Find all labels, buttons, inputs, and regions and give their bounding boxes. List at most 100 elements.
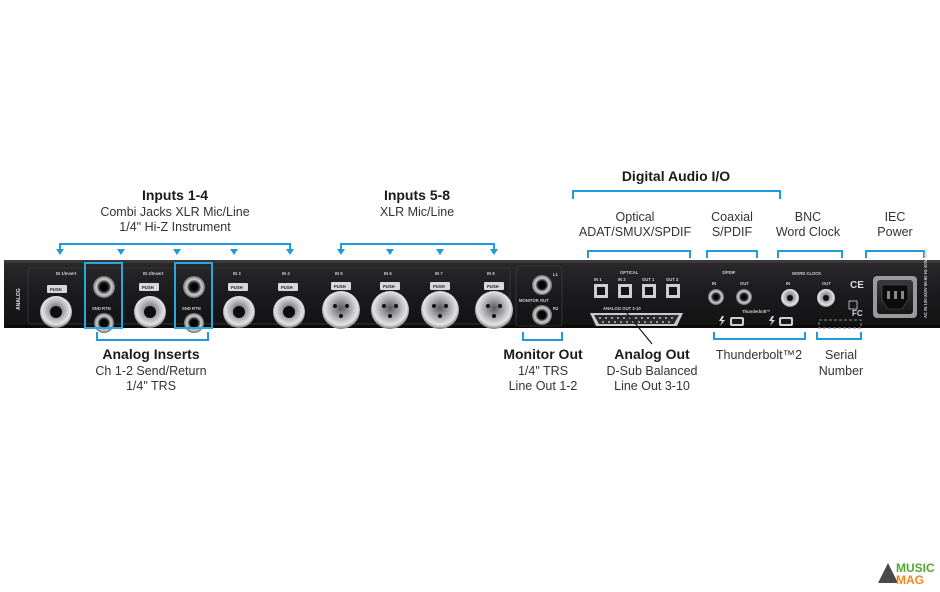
- digital-io-title: Digital Audio I/O: [622, 168, 730, 184]
- insert-jacks-ch2[interactable]: SND RTN: [182, 276, 205, 333]
- analog-label: ANALOG: [16, 288, 22, 310]
- in6-label: IN 6: [384, 271, 392, 276]
- in3-label: IN 3: [233, 271, 241, 276]
- iec-power-inlet[interactable]: [873, 276, 917, 318]
- monitor-out-bracket: [522, 332, 563, 341]
- watermark-logo-icon: [878, 563, 898, 583]
- opt-in2-label: IN 2: [618, 277, 626, 282]
- fc-mark: FC: [852, 309, 863, 318]
- wc-out-label: OUT: [822, 281, 831, 286]
- digital-io-bracket: [572, 190, 781, 199]
- watermark-music: MUSIC: [896, 561, 935, 575]
- monitor-out-label: MONITOR OUT: [519, 298, 549, 303]
- spdif-label: S/PDIF: [722, 270, 736, 275]
- analog-inserts-bracket: [96, 332, 209, 341]
- input-4-combo-jack[interactable]: IN 4 PUSH: [273, 271, 305, 328]
- analog-out-line1: D-Sub Balanced: [606, 364, 697, 378]
- inputs-1-4-title: Inputs 1-4: [142, 187, 208, 203]
- inputs-1-4-line2: 1/4" Hi-Z Instrument: [119, 220, 231, 234]
- opt-out1-label: OUT 1: [642, 277, 655, 282]
- optical-line2: ADAT/SMUX/SPDIF: [579, 225, 692, 239]
- bnc-line1: BNC: [795, 210, 821, 224]
- bnc-line2: Word Clock: [776, 225, 841, 239]
- insert-highlight-ch2: [174, 262, 213, 329]
- analog-out-pointer: [625, 311, 653, 345]
- iec-line1: IEC: [885, 210, 906, 224]
- optical-line1: Optical: [616, 210, 655, 224]
- input-8-xlr[interactable]: IN 8 PUSH: [475, 271, 513, 329]
- input-7-xlr[interactable]: IN 7 PUSH: [421, 271, 459, 329]
- snd-rtn-label-1: SND RTN: [92, 306, 111, 311]
- serial-line2: Number: [819, 364, 863, 378]
- monitor-out-line1: 1/4" TRS: [518, 364, 568, 378]
- musicmag-watermark: MUSIC MAG: [878, 561, 935, 587]
- thunderbolt-bracket: [713, 332, 806, 340]
- push-tab-7: PUSH: [433, 284, 445, 289]
- in5-label: IN 5: [335, 271, 343, 276]
- in1-insert-label: IN 1/Insert: [56, 271, 77, 276]
- analog-inserts-line2: 1/4" TRS: [126, 379, 176, 393]
- in4-label: IN 4: [282, 271, 290, 276]
- inputs-5-8-bracket: [337, 243, 498, 255]
- analog-out-label: ANALOG OUT 3-10: [603, 306, 641, 311]
- serial-number-area: [818, 319, 862, 329]
- push-tab-2: PUSH: [142, 285, 154, 290]
- optical-label: OPTICAL: [620, 270, 639, 275]
- bnc-bracket: [777, 250, 843, 258]
- inputs-1-4-line1: Combi Jacks XLR Mic/Line: [100, 205, 249, 219]
- push-tab-5: PUSH: [334, 284, 346, 289]
- monitor-out-title: Monitor Out: [503, 346, 583, 362]
- wc-in-label: IN: [786, 281, 790, 286]
- opt-out2-label: OUT 2: [666, 277, 679, 282]
- watermark-mag: MAG: [896, 573, 924, 587]
- r2-label: R2: [553, 306, 559, 311]
- in7-label: IN 7: [435, 271, 443, 276]
- input-3-combo-jack[interactable]: IN 3 PUSH: [223, 271, 255, 328]
- thunderbolt-ports[interactable]: Thunderbolt™: [719, 309, 793, 326]
- analog-out-title: Analog Out: [614, 346, 690, 362]
- input-6-xlr[interactable]: IN 6 PUSH: [371, 271, 409, 329]
- optical-ports[interactable]: OPTICAL IN 1 IN 2 OUT 1 OUT 2: [594, 270, 680, 298]
- spdif-coax-ports[interactable]: S/PDIF IN OUT: [708, 270, 752, 305]
- in8-label: IN 8: [487, 271, 495, 276]
- word-clock-label: WORD CLOCK: [792, 271, 821, 276]
- iec-bracket: [865, 250, 925, 258]
- in2-insert-label: IN 2/Insert: [143, 271, 164, 276]
- input-2-combo-jack[interactable]: IN 2/Insert PUSH: [134, 271, 166, 328]
- analog-out-line2: Line Out 3-10: [614, 379, 690, 393]
- snd-rtn-label-2: SND RTN: [182, 306, 201, 311]
- analog-out-dsub[interactable]: ANALOG OUT 3-10: [590, 306, 683, 326]
- power-spec-label: AC IN 100-240V 50-60 Hz 40W MAX: [923, 249, 928, 318]
- inputs-5-8-title: Inputs 5-8: [384, 187, 450, 203]
- serial-bracket: [816, 332, 862, 340]
- coaxial-line2: S/PDIF: [712, 225, 753, 239]
- weee-icon: [848, 300, 858, 310]
- thunderbolt-caption: Thunderbolt™2: [716, 348, 802, 362]
- analog-inserts-title: Analog Inserts: [102, 346, 199, 362]
- analog-inserts-line1: Ch 1-2 Send/Return: [95, 364, 206, 378]
- ce-mark: CE: [850, 280, 864, 291]
- coaxial-line1: Coaxial: [711, 210, 753, 224]
- inputs-1-4-bracket: [56, 243, 294, 255]
- serial-line1: Serial: [825, 348, 857, 362]
- input-5-xlr[interactable]: IN 5 PUSH: [322, 271, 360, 329]
- push-tab-3: PUSH: [231, 285, 243, 290]
- inputs-5-8-line1: XLR Mic/Line: [380, 205, 454, 219]
- l1-label: L1: [553, 272, 559, 277]
- push-tab-8: PUSH: [487, 284, 499, 289]
- monitor-out-line2: Line Out 1-2: [509, 379, 578, 393]
- insert-highlight-ch1: [84, 262, 123, 329]
- opt-in1-label: IN 1: [594, 277, 602, 282]
- thunderbolt-icon-1: [719, 316, 725, 326]
- thunderbolt-icon-2: [769, 316, 775, 326]
- rear-panel: ANALOG IN 1/Insert PUSH SND RTN IN 2/Ins…: [4, 249, 940, 333]
- spdif-out-label: OUT: [740, 281, 749, 286]
- monitor-out-jacks[interactable]: L1 MONITOR OUT R2: [515, 265, 563, 327]
- thunderbolt-port-label: Thunderbolt™: [742, 309, 771, 314]
- push-tab-4: PUSH: [281, 285, 293, 290]
- input-1-combo-jack[interactable]: IN 1/Insert PUSH: [40, 271, 77, 328]
- word-clock-bnc[interactable]: WORD CLOCK IN OUT: [781, 271, 835, 307]
- iec-line2: Power: [877, 225, 912, 239]
- push-tab-1: PUSH: [50, 287, 62, 292]
